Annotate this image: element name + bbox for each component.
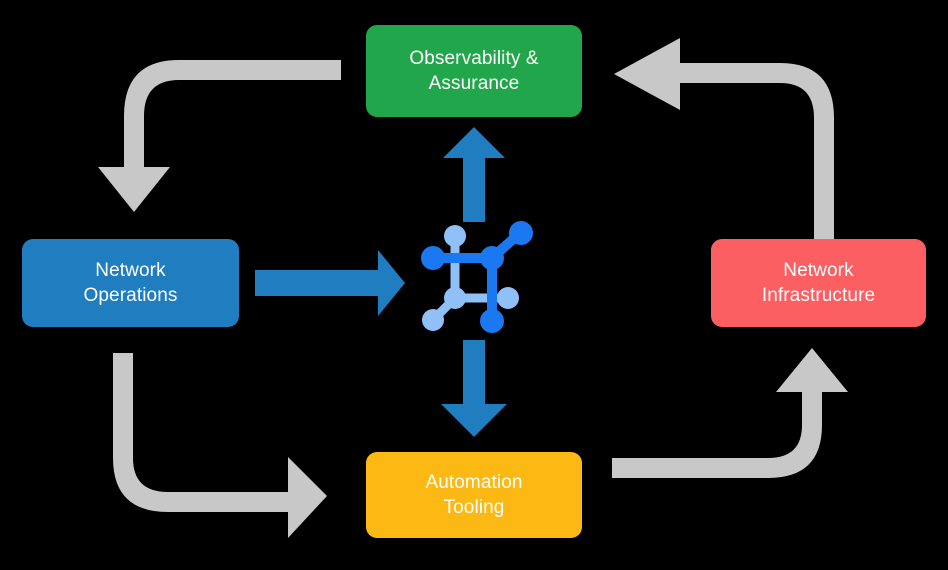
node-network-operations[interactable]: Network Operations xyxy=(22,239,239,327)
node-automation-tooling-label: Automation Tooling xyxy=(425,471,523,518)
topology-nodes-secondary xyxy=(422,225,519,331)
connector-ops-to-center xyxy=(255,250,405,316)
connector-center-to-observability xyxy=(443,127,505,222)
topology-nodes-primary xyxy=(421,221,533,333)
connector-center-to-automation xyxy=(441,340,507,437)
node-observability-assurance[interactable]: Observability & Assurance xyxy=(366,25,582,117)
node-network-infrastructure-label: Network Infrastructure xyxy=(761,259,876,306)
node-automation-tooling[interactable]: Automation Tooling xyxy=(366,452,582,538)
connector-automation-to-infrastructure xyxy=(612,348,848,478)
connector-infrastructure-to-observability xyxy=(614,38,834,240)
network-topology-icon xyxy=(421,221,533,333)
connector-observability-to-ops xyxy=(98,60,341,212)
connector-ops-to-automation xyxy=(113,353,327,538)
node-network-operations-label: Network Operations xyxy=(83,259,178,306)
node-observability-label: Observability & Assurance xyxy=(409,47,539,94)
node-network-infrastructure[interactable]: Network Infrastructure xyxy=(711,239,926,327)
